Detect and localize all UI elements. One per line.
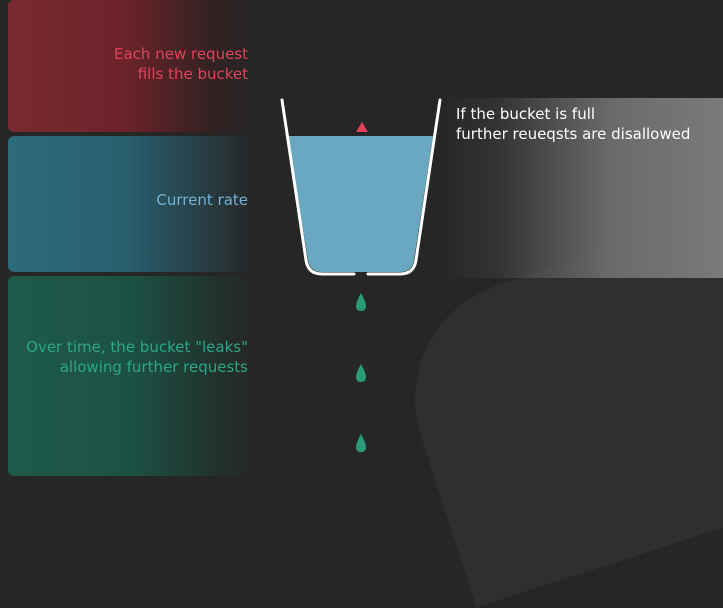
fill-label-line-2: fills the bucket xyxy=(137,65,248,83)
incoming-drop-icon xyxy=(356,122,368,132)
leak-panel xyxy=(8,276,348,476)
bucket-icon xyxy=(280,98,442,276)
leak-drop-icon xyxy=(356,293,366,311)
leak-label: Over time, the bucket "leaks" allowing f… xyxy=(26,337,248,377)
bucket-full-line-2: further reueqsts are disallowed xyxy=(456,125,691,143)
leak-label-line-1: Over time, the bucket "leaks" xyxy=(26,338,248,356)
current-rate-text: Current rate xyxy=(156,191,248,209)
bucket-full-line-1: If the bucket is full xyxy=(456,105,596,123)
water-fill xyxy=(288,136,433,272)
bucket-full-label: If the bucket is full further reueqsts a… xyxy=(456,104,690,144)
fill-label-line-1: Each new request xyxy=(114,45,248,63)
bucket-full-panel xyxy=(440,98,723,278)
leak-label-line-2: allowing further requests xyxy=(59,358,248,376)
current-rate-label: Current rate xyxy=(156,190,248,210)
fill-panel xyxy=(8,0,348,132)
leaky-bucket-diagram xyxy=(280,98,442,452)
leak-drop-icon xyxy=(356,434,366,452)
leak-drop-icon xyxy=(356,364,366,382)
fill-label: Each new request fills the bucket xyxy=(114,44,248,84)
